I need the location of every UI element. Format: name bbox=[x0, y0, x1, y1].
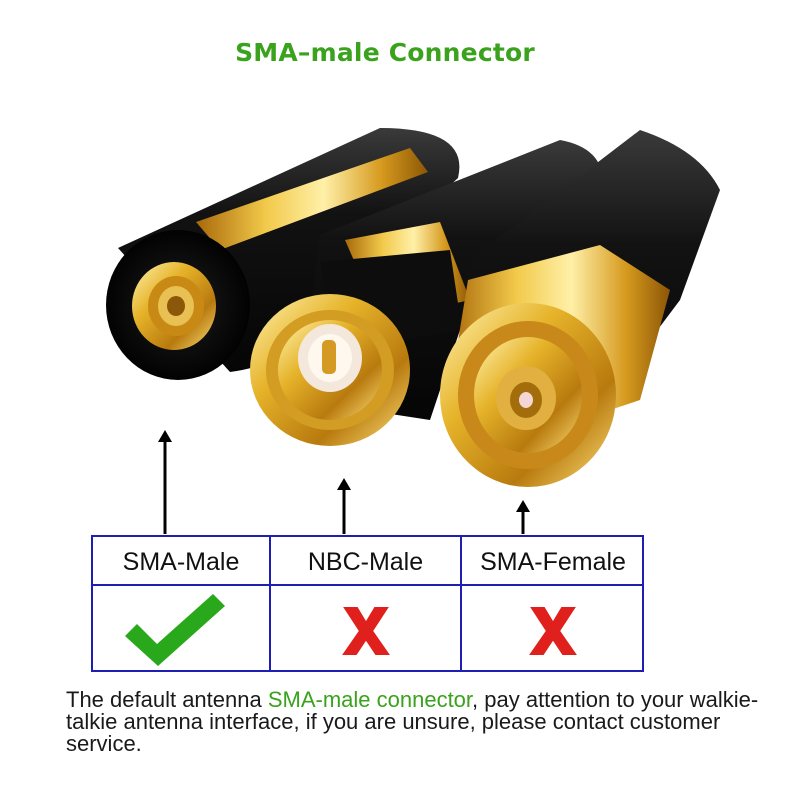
arrow-to-nbc-male bbox=[337, 478, 351, 534]
arrow-to-sma-female bbox=[516, 500, 530, 534]
column-header-sma-female: SMA-Female bbox=[480, 548, 626, 576]
x-icon bbox=[529, 607, 577, 655]
compatibility-table: SMA-Male NBC-Male SMA-Female bbox=[91, 535, 644, 672]
incompatible-cell bbox=[271, 586, 460, 672]
sma-male-antenna bbox=[106, 128, 460, 380]
notice-text: , pay attention to your walkie-talkie an… bbox=[66, 687, 759, 756]
nbc-male-antenna bbox=[250, 140, 604, 446]
arrow-to-sma-male bbox=[158, 430, 172, 534]
page-title: SMA–male Connector bbox=[235, 38, 535, 67]
notice-highlight: SMA-male connector bbox=[267, 687, 473, 712]
notice-text: The default antenna bbox=[66, 687, 268, 712]
table-divider bbox=[269, 537, 271, 670]
sma-female-antenna bbox=[440, 130, 720, 487]
table-divider bbox=[93, 584, 642, 586]
column-header-nbc-male: NBC-Male bbox=[307, 548, 424, 576]
check-icon bbox=[125, 594, 225, 666]
column-header-sma-male: SMA-Male bbox=[122, 548, 240, 576]
connector-notice: The default antenna SMA-male connector, … bbox=[66, 689, 766, 755]
table-divider bbox=[460, 537, 462, 670]
x-icon bbox=[342, 607, 390, 655]
incompatible-cell bbox=[462, 586, 644, 672]
compatible-cell bbox=[93, 586, 269, 672]
